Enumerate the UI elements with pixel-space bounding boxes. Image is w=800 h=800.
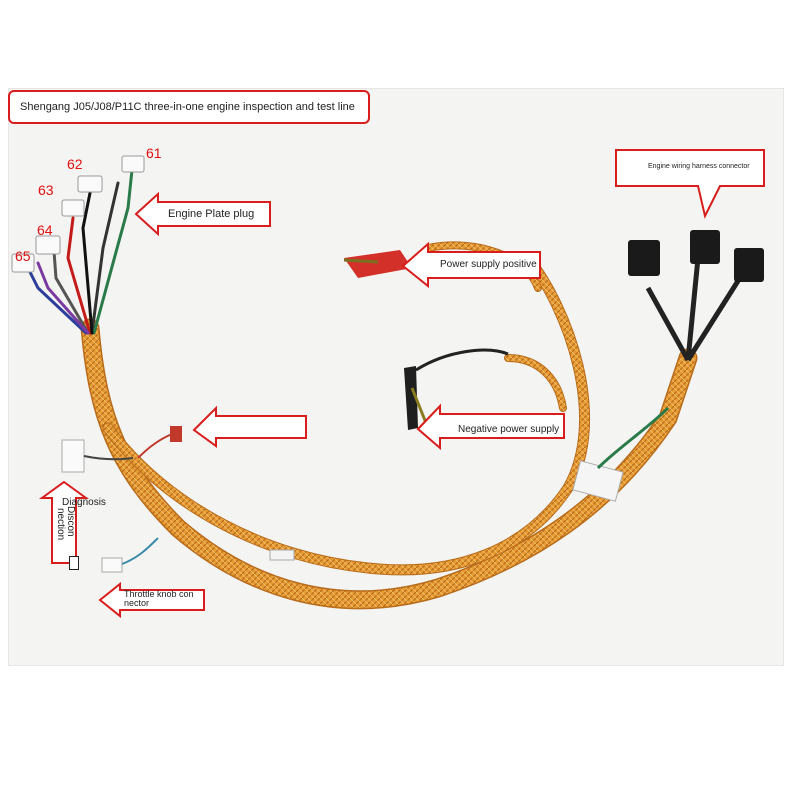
diagnosis-connector — [61, 439, 134, 473]
plug-61 — [121, 155, 145, 173]
label-disconnection-a: Discon — [65, 506, 76, 537]
label-throttle-a: Throttle knob con — [124, 589, 194, 599]
plug-64 — [35, 235, 61, 255]
plug-62 — [77, 175, 103, 193]
inline-connector — [269, 549, 295, 561]
label-diagnosis: Diagnosis — [62, 497, 106, 508]
page-title: Shengang J05/J08/P11C three-in-one engin… — [20, 101, 355, 113]
arrow-switch — [192, 405, 307, 448]
plug-number-61: 61 — [146, 145, 162, 161]
label-engine-harness: Engine wiring harness connector — [648, 163, 750, 170]
title-callout: Shengang J05/J08/P11C three-in-one engin… — [8, 90, 370, 124]
disconnection-marker-icon — [69, 556, 79, 570]
braided-harness — [80, 241, 698, 610]
plug-number-64: 64 — [37, 222, 53, 238]
plug-number-62: 62 — [67, 156, 83, 172]
engine-harness-connectors — [628, 230, 764, 362]
switch-component — [137, 426, 182, 459]
callout-engine-harness — [615, 149, 765, 219]
arrow-throttle — [98, 581, 205, 619]
arrow-negative-power-supply — [416, 403, 565, 451]
label-power-supply-positive: Power supply positive — [440, 259, 537, 270]
arrow-diagnosis — [38, 480, 90, 564]
label-throttle-b: nector — [124, 598, 150, 608]
plug-number-65: 65 — [15, 248, 31, 264]
negative-clamp — [404, 348, 509, 430]
plug-65 — [11, 253, 35, 273]
label-engine-plate-plug: Engine Plate plug — [168, 208, 255, 220]
label-negative-power-supply: Negative power supply — [458, 424, 560, 435]
center-connector — [572, 406, 670, 502]
plug-63 — [61, 199, 85, 217]
arrow-power-supply-positive — [401, 241, 541, 289]
label-switch: switch — [240, 425, 268, 436]
arrow-engine-plate-plug — [134, 191, 271, 237]
engine-plate-plugs — [11, 155, 145, 273]
plug-number-63: 63 — [38, 182, 54, 198]
callout-arrows — [38, 149, 765, 619]
label-disconnection-b: nection — [55, 508, 66, 541]
harness-photo — [8, 88, 784, 666]
throttle-connector — [101, 537, 159, 573]
